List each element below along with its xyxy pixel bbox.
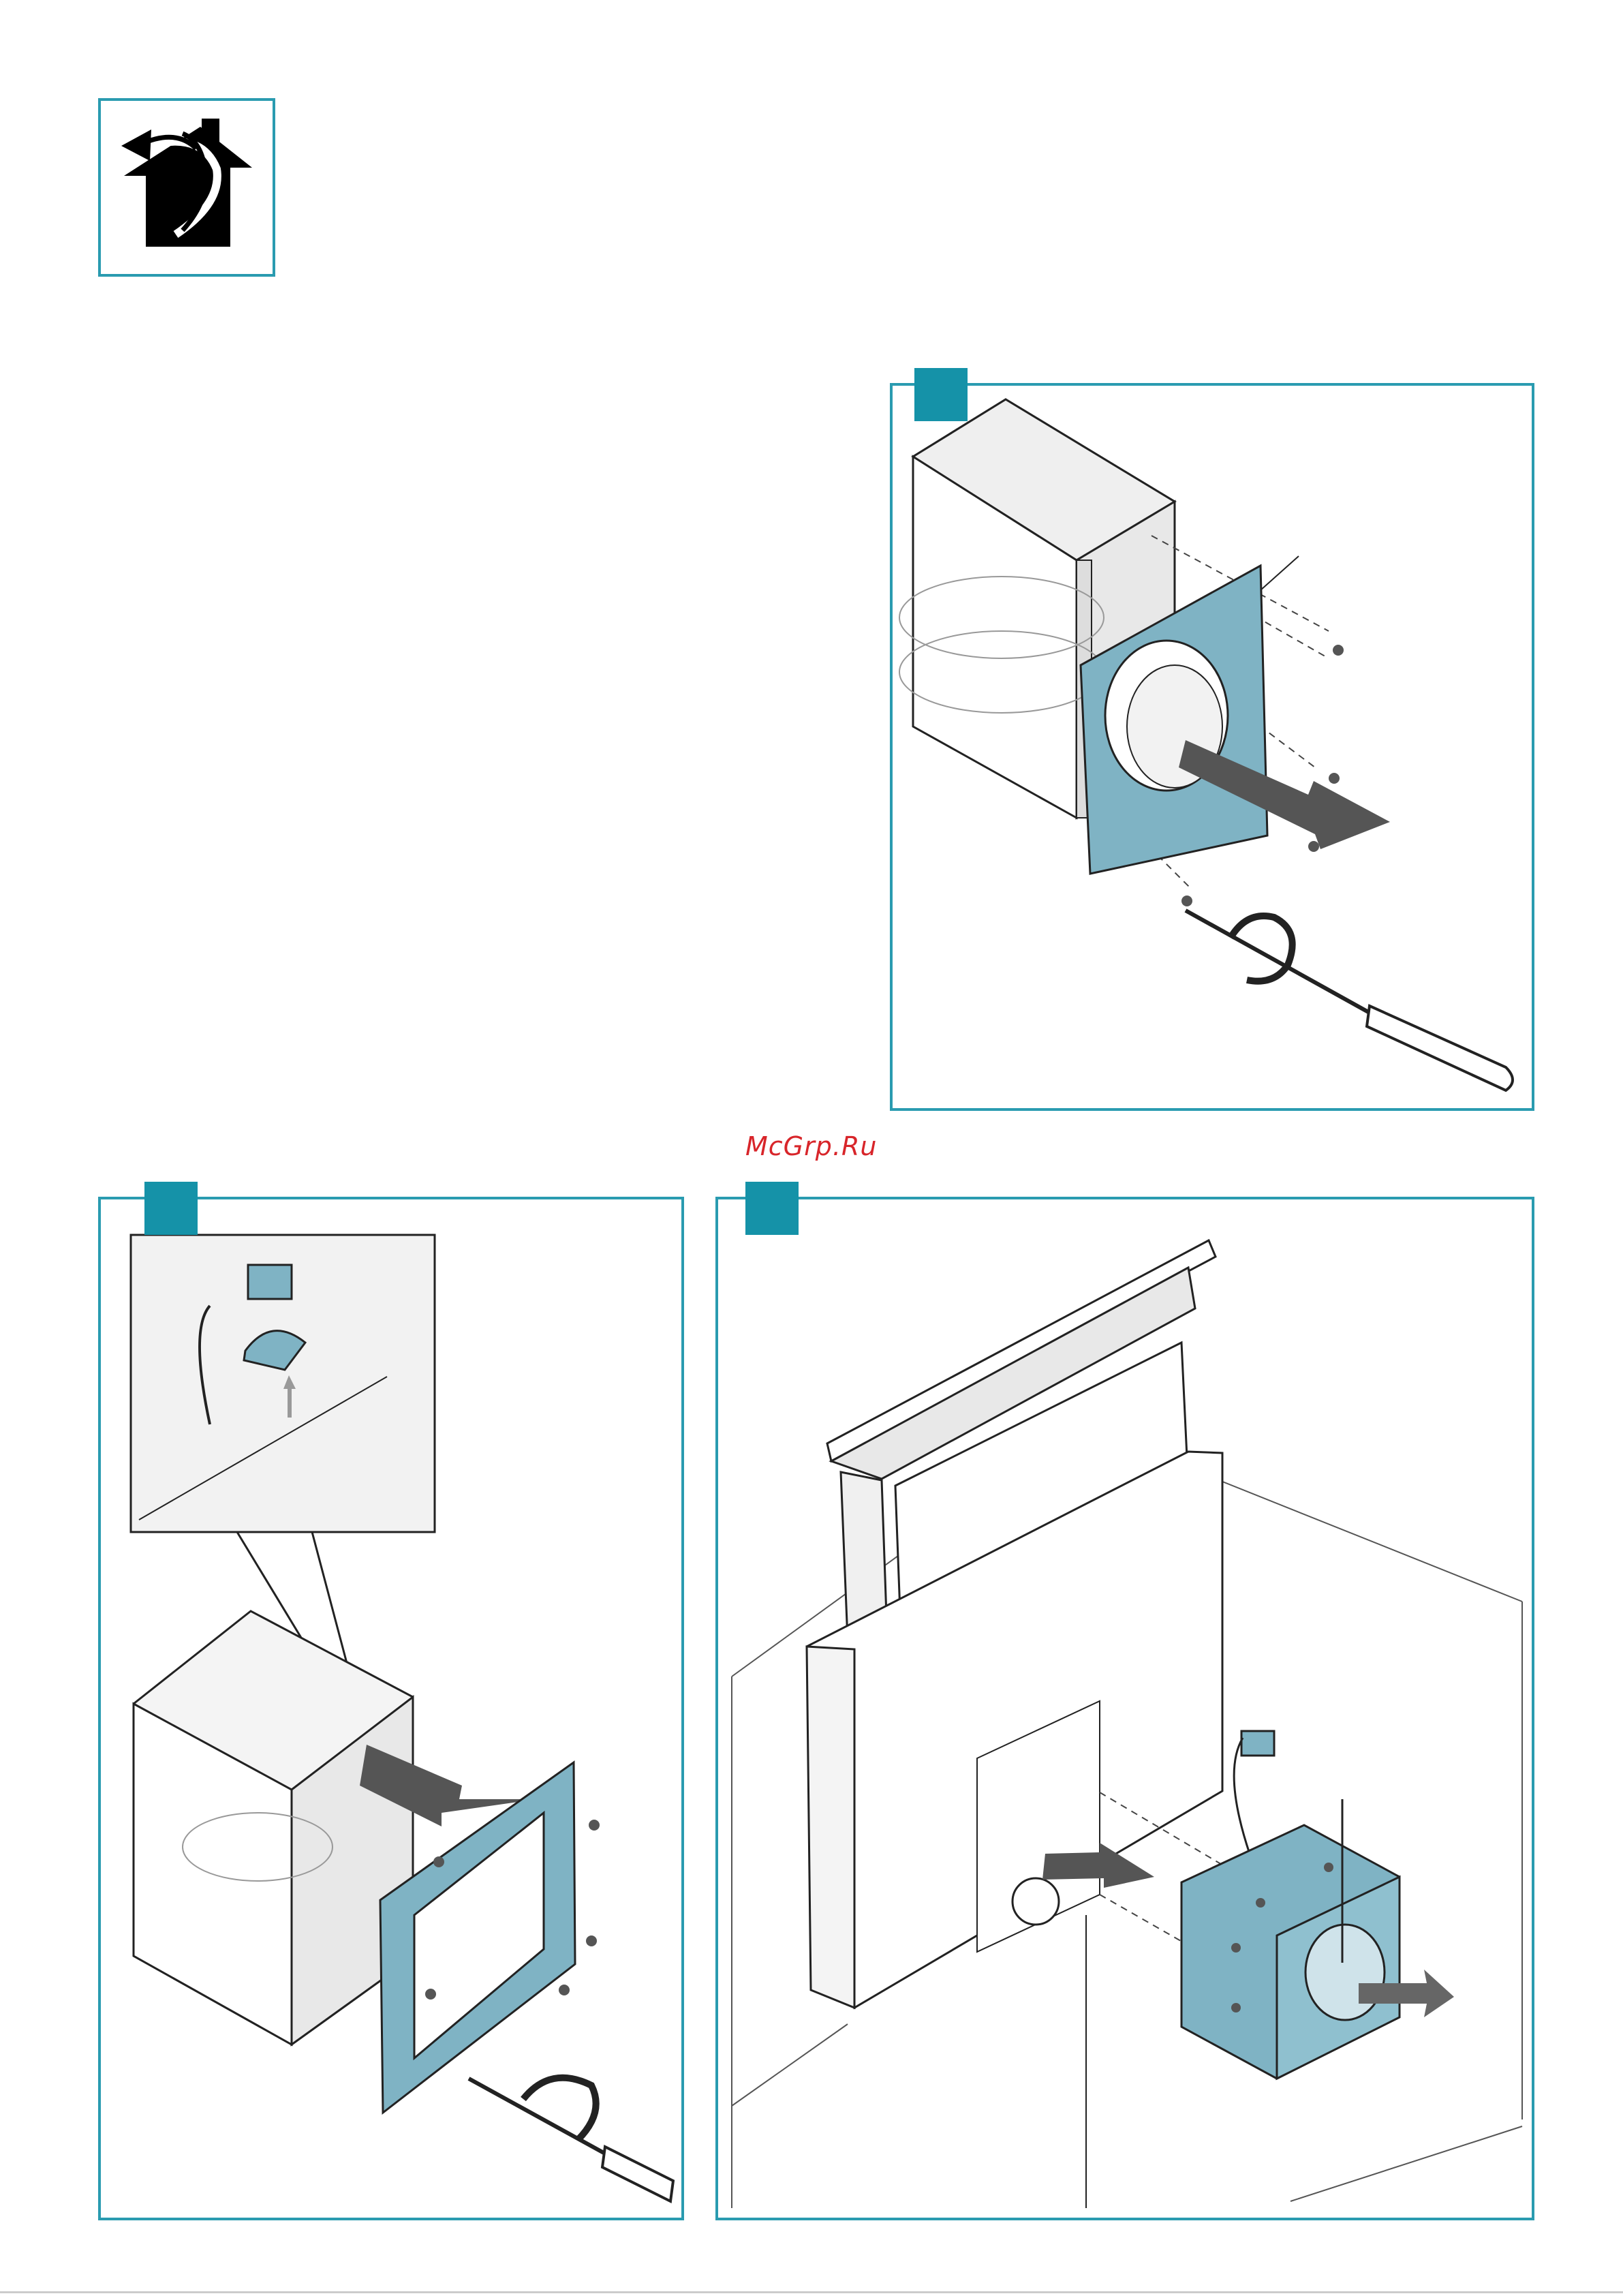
house-recirculation-icon — [101, 101, 273, 274]
watermark: McGrp.Ru — [745, 1131, 877, 1161]
step-badge — [914, 368, 968, 421]
step-badge — [144, 1182, 198, 1235]
step-badge — [745, 1182, 799, 1235]
footer-line — [0, 2291, 1623, 2293]
screwdriver-icon — [469, 2079, 673, 2201]
header-icon-frame — [98, 98, 275, 277]
illustration-remove-flange — [893, 386, 1532, 1108]
panel-step-mount-fan-box — [715, 1197, 1534, 2220]
panel-step-fit-frame — [98, 1197, 684, 2220]
illustration-mount-fan-box — [718, 1199, 1532, 2218]
screwdriver-icon — [1186, 910, 1513, 1090]
connector-icon — [1234, 1731, 1274, 1854]
illustration-fit-frame — [101, 1199, 681, 2218]
panel-step-remove-flange — [890, 383, 1534, 1111]
